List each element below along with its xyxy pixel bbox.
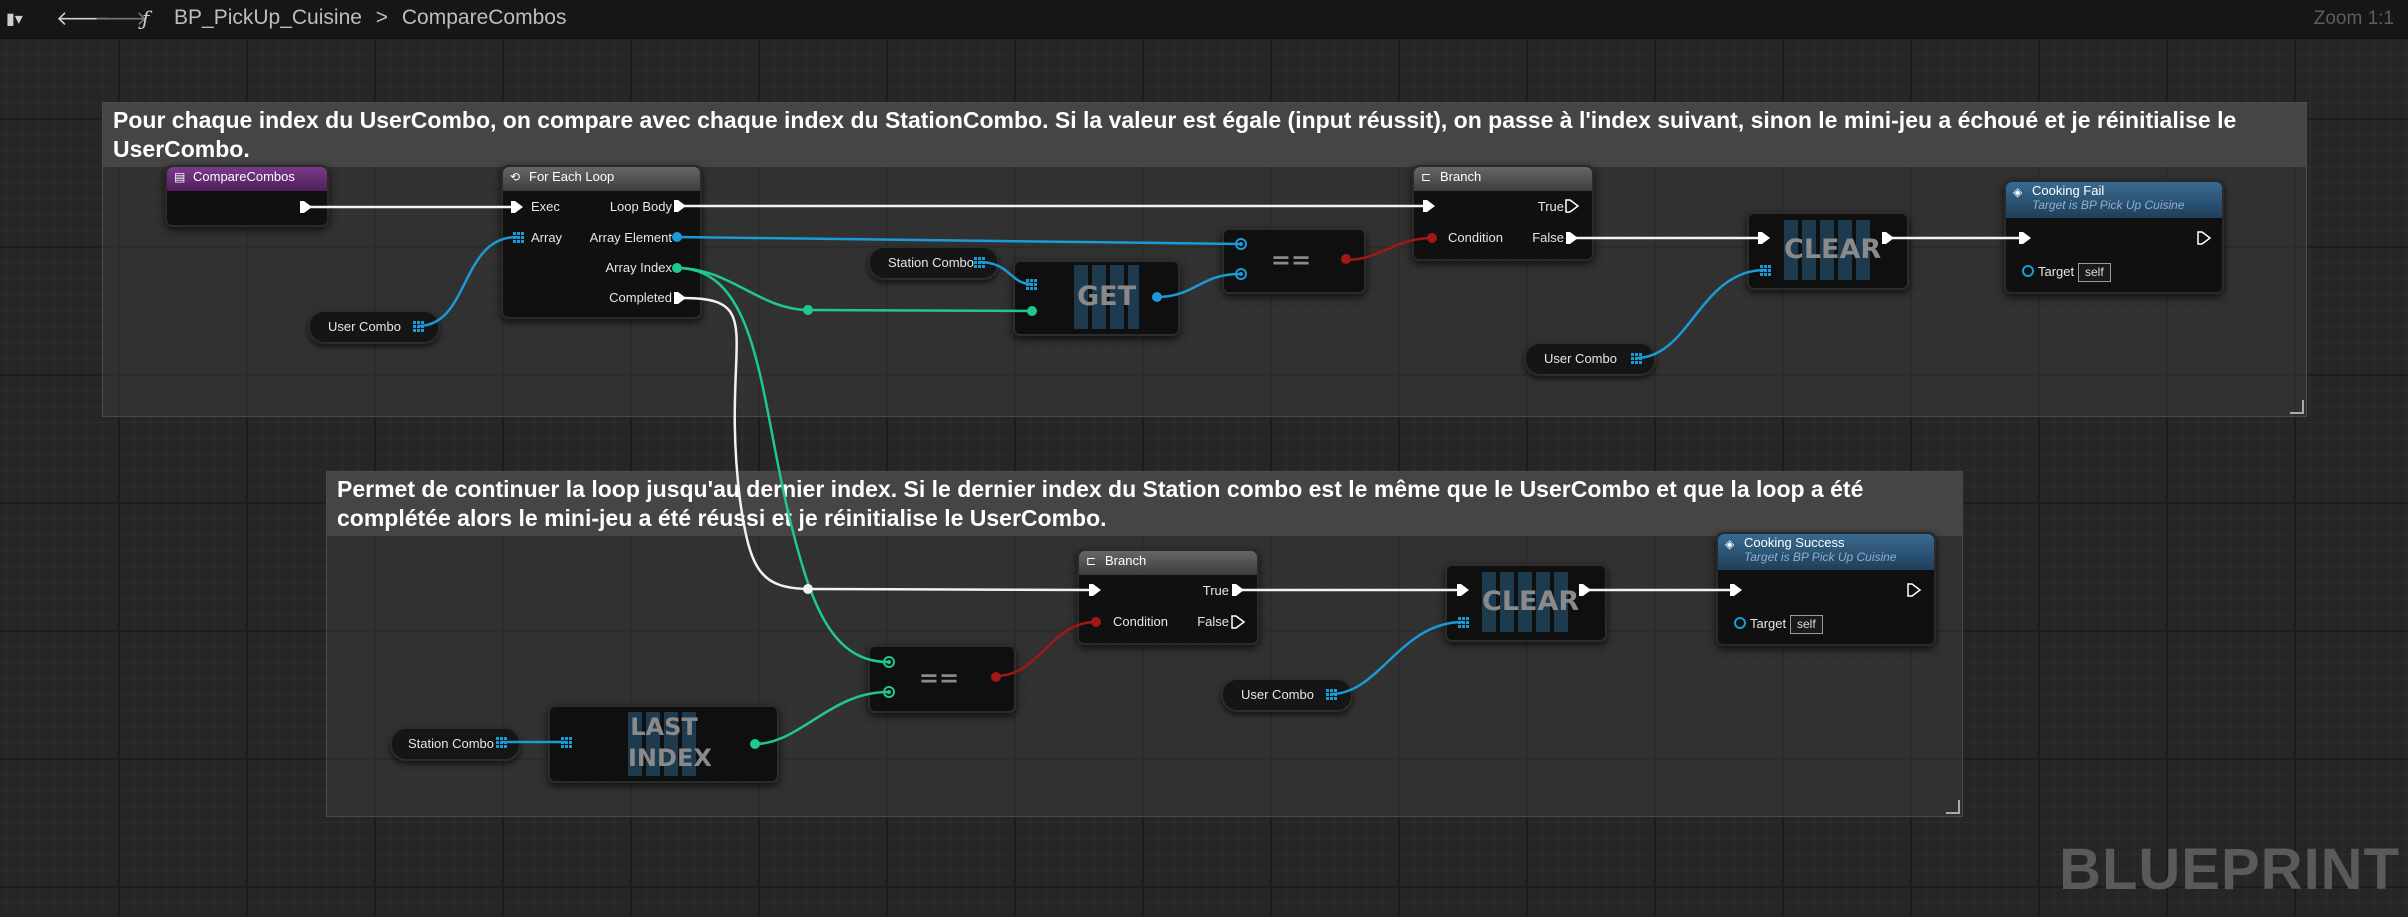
pin-label-array-index: Array Index bbox=[605, 260, 672, 275]
resize-handle-icon[interactable] bbox=[2290, 400, 2304, 414]
variable-label: Station Combo bbox=[408, 736, 494, 751]
user-combo-getter-1[interactable]: User Combo bbox=[308, 310, 440, 344]
last-index-line2: INDEX bbox=[628, 744, 712, 772]
breadcrumb-blueprint[interactable]: BP_PickUp_Cuisine bbox=[174, 6, 362, 29]
pin-label-target: Target bbox=[2038, 264, 2075, 279]
node-header: ⟲ For Each Loop bbox=[503, 167, 700, 191]
node-title: Cooking Fail bbox=[2032, 183, 2105, 198]
target-self-field[interactable]: self bbox=[1790, 615, 1823, 634]
bookmark-icon[interactable]: ▮▾ bbox=[6, 11, 23, 28]
node-header: ⊏ Branch bbox=[1079, 551, 1257, 575]
comment-title-bottom[interactable]: Permet de continuer la loop jusqu'au der… bbox=[327, 472, 1962, 536]
last-index-node[interactable]: LAST INDEX bbox=[548, 705, 779, 783]
forward-arrow-icon[interactable]: 🡒 bbox=[94, 8, 148, 30]
node-title: Branch bbox=[1440, 169, 1482, 184]
clear-node-bottom[interactable]: CLEAR bbox=[1445, 564, 1607, 642]
last-index-line1: LAST bbox=[630, 713, 698, 741]
equal-label: == bbox=[918, 664, 960, 692]
last-index-label: LAST INDEX bbox=[628, 712, 712, 776]
node-header: ◈ Cooking Fail Target is BP Pick Up Cuis… bbox=[2006, 182, 2222, 218]
pin-label-array: Array bbox=[531, 230, 563, 245]
equal-label: == bbox=[1270, 246, 1312, 274]
node-title: Cooking Success bbox=[1744, 535, 1845, 550]
breadcrumb: BP_PickUp_Cuisine > CompareCombos bbox=[174, 6, 574, 30]
station-combo-getter-1[interactable]: Station Combo bbox=[868, 246, 999, 280]
variable-label: Station Combo bbox=[888, 255, 974, 270]
node-header: ▤ CompareCombos bbox=[167, 167, 327, 191]
pin-label-condition: Condition bbox=[1448, 230, 1503, 245]
pin-label-false: False bbox=[1197, 614, 1229, 629]
equal-node-top[interactable]: == bbox=[1222, 228, 1366, 294]
node-subtitle: Target is BP Pick Up Cuisine bbox=[1744, 550, 1897, 564]
node-title: CompareCombos bbox=[193, 169, 295, 184]
variable-label: User Combo bbox=[328, 319, 401, 334]
clear-label: CLEAR bbox=[1482, 572, 1579, 632]
variable-label: User Combo bbox=[1241, 687, 1314, 702]
function-call-icon: ◈ bbox=[2013, 185, 2023, 199]
breadcrumb-separator-icon: > bbox=[375, 6, 389, 29]
node-header: ◈ Cooking Success Target is BP Pick Up C… bbox=[1718, 534, 1934, 570]
resize-handle-icon[interactable] bbox=[1946, 800, 1960, 814]
function-call-icon: ◈ bbox=[1725, 537, 1735, 551]
pin-label-true: True bbox=[1537, 199, 1564, 214]
node-title: Branch bbox=[1105, 553, 1147, 568]
pin-label-target: Target bbox=[1750, 616, 1787, 631]
loop-icon: ⟲ bbox=[510, 170, 521, 184]
cooking-success-node[interactable]: ◈ Cooking Success Target is BP Pick Up C… bbox=[1716, 532, 1936, 646]
node-header: ⊏ Branch bbox=[1414, 167, 1592, 191]
branch-icon: ⊏ bbox=[1421, 170, 1432, 184]
pin-label-exec: Exec bbox=[531, 199, 560, 214]
node-subtitle: Target is BP Pick Up Cuisine bbox=[2032, 198, 2185, 212]
node-title: For Each Loop bbox=[529, 169, 615, 184]
breadcrumb-graph[interactable]: CompareCombos bbox=[401, 6, 567, 29]
equal-node-bottom[interactable]: == bbox=[868, 645, 1016, 713]
pin-label-array-element: Array Element bbox=[589, 230, 672, 245]
variable-label: User Combo bbox=[1544, 351, 1617, 366]
branch-icon: ⊏ bbox=[1086, 554, 1097, 568]
get-node[interactable]: GET bbox=[1013, 260, 1180, 336]
branch-node-top[interactable]: ⊏ Branch Condition True False bbox=[1412, 165, 1594, 261]
pin-label-loop-body: Loop Body bbox=[609, 199, 672, 214]
back-arrow-icon[interactable]: 🡐 bbox=[56, 8, 110, 30]
zoom-level: Zoom 1:1 bbox=[2313, 8, 2394, 29]
station-combo-getter-2[interactable]: Station Combo bbox=[390, 727, 521, 761]
clear-node-top[interactable]: CLEAR bbox=[1747, 212, 1909, 290]
pin-label-condition: Condition bbox=[1113, 614, 1168, 629]
function-entry-icon: ▤ bbox=[174, 170, 186, 184]
comment-title-top[interactable]: Pour chaque index du UserCombo, on compa… bbox=[103, 103, 2306, 167]
comment-box-top[interactable]: Pour chaque index du UserCombo, on compa… bbox=[102, 102, 2307, 417]
pin-label-false: False bbox=[1532, 230, 1564, 245]
target-self-field[interactable]: self bbox=[2078, 263, 2111, 282]
get-label: GET bbox=[1074, 265, 1139, 329]
function-icon: ƒ bbox=[142, 6, 150, 30]
pin-label-true: True bbox=[1202, 583, 1229, 598]
user-combo-getter-2[interactable]: User Combo bbox=[1524, 342, 1656, 376]
pin-label-completed: Completed bbox=[609, 290, 672, 305]
cooking-fail-node[interactable]: ◈ Cooking Fail Target is BP Pick Up Cuis… bbox=[2004, 180, 2224, 294]
blueprint-watermark: BLUEPRINT bbox=[2059, 837, 2400, 902]
for-each-loop-node[interactable]: ⟲ For Each Loop Exec Array Loop Body Arr… bbox=[501, 165, 702, 319]
branch-node-bottom[interactable]: ⊏ Branch Condition True False bbox=[1077, 549, 1259, 645]
clear-label: CLEAR bbox=[1784, 220, 1881, 280]
graph-toolbar: ▮▾ 🡐 🡒 ƒ BP_PickUp_Cuisine > CompareComb… bbox=[0, 0, 2408, 39]
compare-combos-node[interactable]: ▤ CompareCombos bbox=[165, 165, 329, 227]
user-combo-getter-3[interactable]: User Combo bbox=[1221, 678, 1353, 712]
